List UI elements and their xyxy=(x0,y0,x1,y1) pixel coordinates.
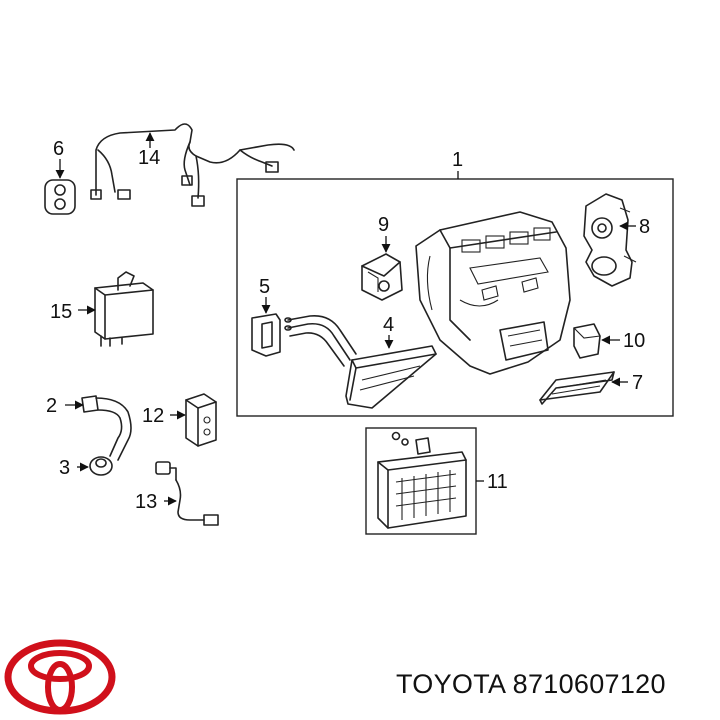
grommet-part-6 xyxy=(44,179,76,215)
servo-motor-part-9 xyxy=(361,253,403,301)
ring-part-3 xyxy=(89,456,113,476)
blower-motor-part-8 xyxy=(583,193,637,287)
assembly-frame xyxy=(236,178,674,417)
callout-15: 15 xyxy=(50,301,72,323)
evaporator-frame xyxy=(365,427,477,535)
evaporator-part-11 xyxy=(377,431,467,529)
callout-8: 8 xyxy=(639,216,650,238)
bracket-part-5 xyxy=(251,313,281,357)
callout-3: 3 xyxy=(59,457,70,479)
heater-core-part-4 xyxy=(284,314,437,409)
heater-unit-housing xyxy=(415,211,571,375)
callout-13: 13 xyxy=(135,491,157,513)
clip-part-10 xyxy=(573,323,601,359)
callout-10: 10 xyxy=(623,330,645,352)
callout-1: 1 xyxy=(452,149,463,171)
control-module-part-15 xyxy=(94,271,154,347)
callout-2: 2 xyxy=(46,395,57,417)
callout-7: 7 xyxy=(632,372,643,394)
wire-harness-part-14 xyxy=(90,123,295,207)
callout-12: 12 xyxy=(142,405,164,427)
toyota-logo xyxy=(4,639,116,715)
callout-6: 6 xyxy=(53,138,64,160)
callout-11: 11 xyxy=(487,471,508,493)
callout-9: 9 xyxy=(378,214,389,236)
sensor-part-13 xyxy=(155,461,219,526)
brand-name: TOYOTA xyxy=(396,669,505,699)
filter-cover-part-7 xyxy=(539,371,615,405)
drain-hose-part-2 xyxy=(81,395,132,461)
callout-14: 14 xyxy=(138,147,160,169)
callout-4: 4 xyxy=(383,314,394,336)
part-number: 8710607120 xyxy=(512,669,666,699)
callout-5: 5 xyxy=(259,276,270,298)
part-caption: TOYOTA 8710607120 xyxy=(396,669,666,700)
expansion-valve-part-12 xyxy=(185,393,217,447)
